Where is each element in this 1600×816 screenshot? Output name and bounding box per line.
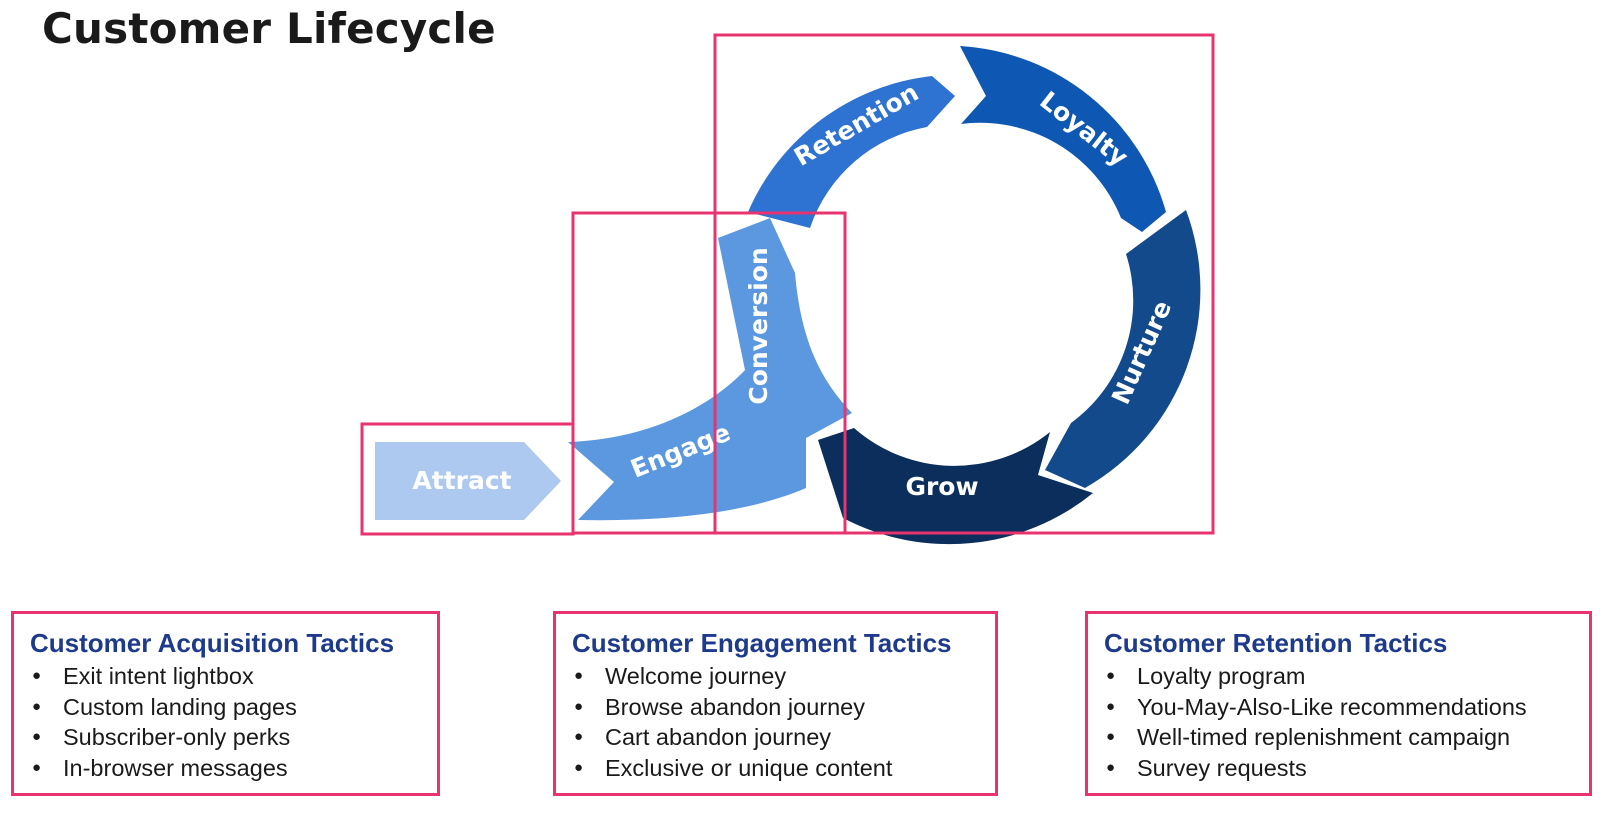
loyalty-segment: [960, 46, 1166, 232]
acquisition-tactics-box: Customer Acquisition Tactics Exit intent…: [11, 611, 440, 796]
retention-tactics-heading: Customer Retention Tactics: [1104, 628, 1448, 658]
list-item: Browse abandon journey: [572, 692, 979, 723]
list-item: You-May-Also-Like recommendations: [1104, 692, 1573, 723]
acquisition-tactics-list: Exit intent lightbox Custom landing page…: [30, 661, 421, 783]
nurture-segment: [1045, 210, 1201, 488]
list-item: Subscriber-only perks: [30, 722, 421, 753]
list-item: In-browser messages: [30, 753, 421, 784]
list-item: Exclusive or unique content: [572, 753, 979, 784]
grow-segment: [818, 428, 1093, 545]
list-item: Survey requests: [1104, 753, 1573, 784]
retention-highlight: [713, 33, 1215, 535]
engagement-tactics-list: Welcome journey Browse abandon journey C…: [572, 661, 979, 783]
engage-highlight: [571, 211, 847, 535]
engagement-tactics-heading: Customer Engagement Tactics: [572, 628, 952, 658]
grow-label: Grow: [905, 472, 978, 501]
page-title: Customer Lifecycle: [42, 4, 496, 53]
acquisition-tactics-heading: Customer Acquisition Tactics: [30, 628, 395, 658]
engage-segment: [568, 370, 806, 521]
conversion-label: Conversion: [744, 247, 773, 404]
attract-segment: [375, 442, 561, 520]
engagement-tactics-box: Customer Engagement Tactics Welcome jour…: [553, 611, 998, 796]
retention-segment: [748, 76, 955, 228]
list-item: Well-timed replenishment campaign: [1104, 722, 1573, 753]
list-item: Loyalty program: [1104, 661, 1573, 692]
list-item: Welcome journey: [572, 661, 979, 692]
list-item: Custom landing pages: [30, 692, 421, 723]
retention-tactics-box: Customer Retention Tactics Loyalty progr…: [1085, 611, 1592, 796]
retention-tactics-list: Loyalty program You-May-Also-Like recomm…: [1104, 661, 1573, 783]
conversion-segment: [718, 218, 852, 488]
list-item: Cart abandon journey: [572, 722, 979, 753]
attract-label: Attract: [412, 466, 511, 495]
list-item: Exit intent lightbox: [30, 661, 421, 692]
